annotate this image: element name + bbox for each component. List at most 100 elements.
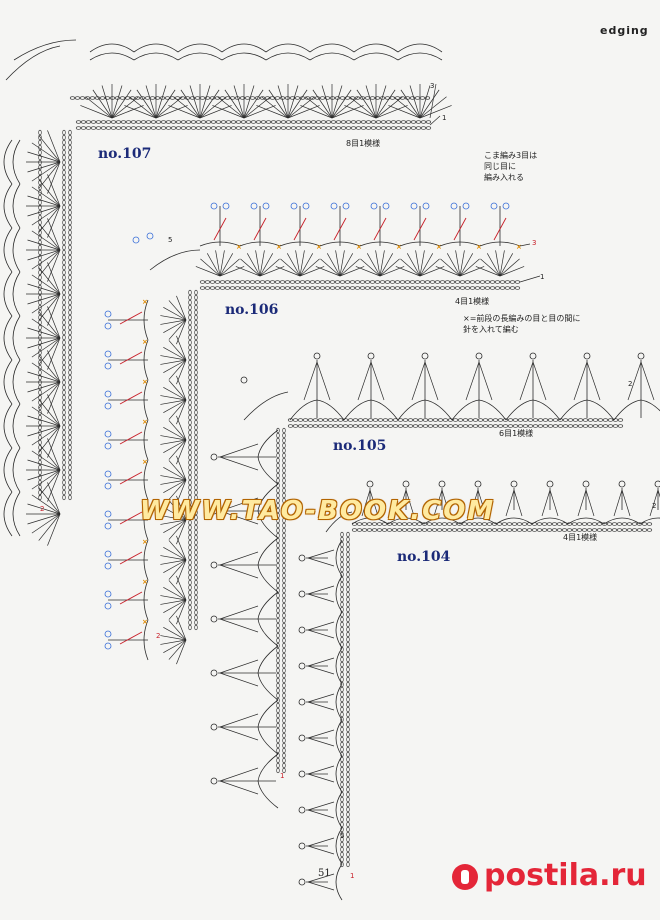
- chain-stitch: [276, 442, 280, 449]
- stitch-line: [375, 96, 403, 119]
- stitch-line: [168, 580, 187, 601]
- chain-stitch: [417, 424, 424, 428]
- stitch-line: [459, 266, 485, 277]
- chain-stitch: [38, 434, 42, 441]
- chain-stitch: [205, 120, 212, 124]
- chain-stitch: [62, 189, 66, 196]
- chain-stitch: [340, 126, 347, 130]
- chain-stitch: [282, 642, 286, 649]
- chain-stitch: [365, 126, 372, 130]
- chain-stitch: [339, 286, 346, 290]
- pattern-no104-chart: [298, 480, 660, 901]
- chain-stitch: [481, 528, 488, 532]
- chain-stitch: [310, 126, 317, 130]
- stitch-line: [293, 217, 307, 241]
- chain-stitch: [194, 304, 198, 311]
- chain-stitch: [329, 286, 336, 290]
- chain-stitch: [426, 522, 433, 526]
- stitch-line: [160, 639, 187, 645]
- stitch-line: [160, 555, 187, 561]
- stitch-line: [355, 266, 381, 277]
- chain-arc: [335, 683, 343, 721]
- chain-stitch: [340, 641, 344, 648]
- chain-arc: [531, 517, 569, 525]
- stitch-line: [519, 361, 534, 401]
- stitch-line: [200, 258, 221, 277]
- chain-stitch: [330, 126, 337, 130]
- chain-stitch: [62, 459, 66, 466]
- chain-stitch: [340, 671, 344, 678]
- chain-stitch: [194, 419, 198, 426]
- chain-stitch: [68, 389, 72, 396]
- chain-stitch: [209, 96, 216, 100]
- chain-stitch: [282, 692, 286, 699]
- chain-arc: [3, 403, 13, 449]
- chain-stitch: [62, 449, 66, 456]
- chain-stitch: [188, 369, 192, 376]
- chain-stitch: [276, 617, 280, 624]
- chain-stitch: [409, 286, 416, 290]
- chain-stitch: [340, 656, 344, 663]
- chain-stitch: [332, 424, 339, 428]
- chain-stitch: [340, 706, 344, 713]
- chain-stitch: [38, 144, 42, 151]
- stitch-line: [199, 85, 211, 119]
- chain-stitch: [115, 120, 122, 124]
- chain-stitch: [616, 528, 623, 532]
- chain-stitch: [62, 369, 66, 376]
- chain-stitch: [38, 194, 42, 201]
- chain-stitch: [496, 522, 503, 526]
- chain-stitch: [38, 284, 42, 291]
- chain-stitch: [38, 224, 42, 231]
- stitch-line: [307, 873, 335, 883]
- stitch-line: [27, 425, 61, 437]
- chain-stitch: [194, 569, 198, 576]
- stitch-line: [27, 327, 61, 339]
- chain-stitch: [366, 522, 373, 526]
- chain-arc: [89, 43, 135, 53]
- chain-stitch: [346, 851, 350, 858]
- chain-stitch: [571, 522, 578, 526]
- chain-stitch: [194, 619, 198, 626]
- chain-stitch: [340, 626, 344, 633]
- chain-stitch: [265, 120, 272, 124]
- chain-stitch: [447, 418, 454, 422]
- chain-stitch: [496, 528, 503, 532]
- chain-stitch: [387, 424, 394, 428]
- chain-arc: [243, 391, 289, 421]
- chain-stitch: [160, 120, 167, 124]
- chain-stitch: [194, 499, 198, 506]
- chain-stitch: [276, 767, 280, 774]
- chain-stitch: [424, 286, 431, 290]
- chain-stitch: [314, 286, 321, 290]
- chain-stitch: [62, 379, 66, 386]
- stitch-line: [47, 438, 61, 471]
- stitch-line: [176, 455, 187, 481]
- chain-stitch: [276, 587, 280, 594]
- stitch-line: [160, 479, 187, 485]
- stitch-line: [505, 489, 515, 517]
- chain-stitch: [38, 369, 42, 376]
- chain-stitch: [290, 120, 297, 124]
- chain-stitch: [486, 528, 493, 532]
- chain-stitch: [482, 424, 489, 428]
- stitch-line: [287, 85, 299, 119]
- x-stitch-mark: ×: [142, 538, 148, 546]
- stitch-line: [441, 489, 451, 517]
- chain-stitch: [346, 591, 350, 598]
- chain-stitch: [68, 269, 72, 276]
- stitch-line: [373, 217, 387, 241]
- chain-stitch: [68, 464, 72, 471]
- chain-arc: [309, 43, 355, 53]
- chain-stitch: [346, 726, 350, 733]
- picot-stitch: [367, 352, 375, 360]
- chain-stitch: [62, 474, 66, 481]
- chain-stitch: [194, 589, 198, 596]
- stitch-line: [160, 359, 187, 365]
- chain-stitch: [69, 96, 76, 100]
- chain-stitch: [282, 557, 286, 564]
- chain-arc: [12, 271, 21, 317]
- stitch-line: [47, 306, 61, 339]
- chain-stitch: [219, 280, 226, 284]
- chain-stitch: [285, 120, 292, 124]
